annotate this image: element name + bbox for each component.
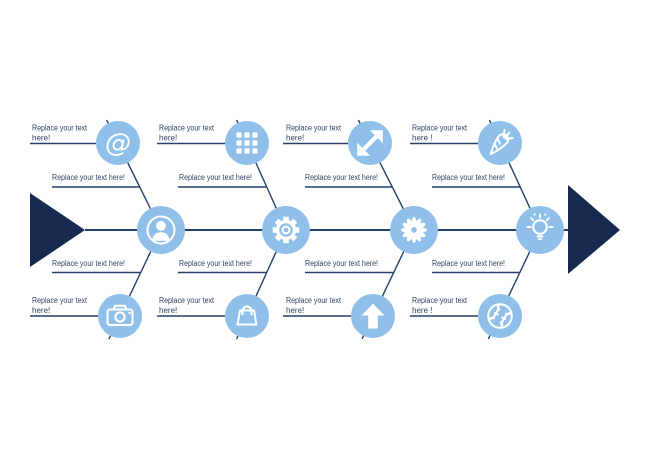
- label-text[interactable]: here!: [159, 306, 177, 315]
- node-baseball[interactable]: [478, 294, 522, 338]
- node-circle[interactable]: [478, 294, 522, 338]
- node-shopping-bag[interactable]: [225, 294, 269, 338]
- label-text[interactable]: Replace your text here!: [52, 173, 125, 182]
- node-circle[interactable]: [516, 206, 564, 254]
- label-text[interactable]: here!: [286, 134, 304, 143]
- label-bottom-inner-3: Replace your text here!: [305, 259, 393, 274]
- label-text[interactable]: Replace your text: [286, 296, 342, 305]
- node-circle[interactable]: [225, 294, 269, 338]
- label-text[interactable]: Replace your text here!: [305, 259, 378, 268]
- tail-arrowhead[interactable]: [30, 193, 85, 267]
- label-top-outer-1: Replace your text here!: [30, 124, 96, 145]
- camera-icon: [106, 304, 134, 326]
- label-top-inner-1: Replace your text here!: [52, 173, 140, 188]
- label-bottom-inner-2: Replace your text here!: [178, 259, 267, 274]
- up-arrow-icon: [361, 303, 385, 329]
- gear-icon: [272, 216, 300, 244]
- label-text[interactable]: Replace your text here!: [432, 259, 505, 268]
- shopping-bag-icon: [236, 305, 258, 326]
- label-text[interactable]: here !: [412, 134, 432, 143]
- label-bottom-outer-3: Replace your text here!: [283, 296, 351, 317]
- label-text[interactable]: here!: [159, 134, 177, 143]
- node-gear[interactable]: [262, 206, 310, 254]
- grid-dots-icon: [236, 132, 258, 154]
- node-at-sign[interactable]: @: [96, 121, 140, 165]
- user-icon: [146, 215, 176, 245]
- node-starburst[interactable]: [390, 206, 438, 254]
- label-bottom-outer-2: Replace your text here!: [157, 296, 225, 317]
- label-text[interactable]: Replace your text: [32, 124, 88, 133]
- node-grid[interactable]: [225, 121, 269, 165]
- label-text[interactable]: Replace your text: [32, 296, 88, 305]
- label-bottom-outer-1: Replace your text here!: [30, 296, 98, 317]
- label-text[interactable]: here!: [286, 306, 304, 315]
- label-text[interactable]: Replace your text here!: [305, 173, 378, 182]
- node-camera[interactable]: [98, 294, 142, 338]
- node-circle[interactable]: [98, 294, 142, 338]
- label-top-inner-3: Replace your text here!: [305, 173, 392, 188]
- diagonal-arrows-icon: [357, 130, 383, 156]
- label-text[interactable]: Replace your text: [159, 124, 215, 133]
- label-text[interactable]: Replace your text: [412, 124, 468, 133]
- label-text[interactable]: Replace your text here!: [179, 173, 252, 182]
- node-circle[interactable]: [96, 121, 140, 165]
- label-top-outer-2: Replace your text here!: [157, 124, 225, 145]
- label-top-outer-4: Replace your text here !: [410, 124, 478, 145]
- head-arrowhead[interactable]: [568, 185, 620, 274]
- carrot-icon: [489, 128, 514, 156]
- lightbulb-icon: [526, 213, 554, 241]
- label-text[interactable]: here !: [412, 306, 432, 315]
- node-user[interactable]: [137, 206, 185, 254]
- label-text[interactable]: Replace your text here!: [52, 259, 125, 268]
- label-text[interactable]: Replace your text: [159, 296, 215, 305]
- label-text[interactable]: here!: [32, 134, 50, 143]
- label-bottom-inner-4: Replace your text here!: [432, 259, 520, 274]
- node-carrot[interactable]: [478, 121, 522, 165]
- starburst-icon: [401, 217, 427, 243]
- label-text[interactable]: Replace your text here!: [179, 259, 252, 268]
- node-up-arrow[interactable]: [351, 294, 395, 338]
- label-text[interactable]: Replace your text: [286, 124, 342, 133]
- label-top-inner-2: Replace your text here!: [178, 173, 266, 188]
- label-bottom-inner-1: Replace your text here!: [52, 259, 141, 274]
- node-circle[interactable]: [390, 206, 438, 254]
- label-text[interactable]: Replace your text: [412, 296, 468, 305]
- baseball-icon: [487, 302, 513, 330]
- label-top-inner-4: Replace your text here!: [432, 173, 520, 188]
- label-text[interactable]: here!: [32, 306, 50, 315]
- label-top-outer-3: Replace your text here!: [283, 124, 348, 145]
- label-text[interactable]: Replace your text here!: [432, 173, 505, 182]
- node-diagonal-arrows[interactable]: [348, 121, 392, 165]
- label-bottom-outer-4: Replace your text here !: [410, 296, 478, 317]
- at-sign-icon: @: [105, 129, 131, 159]
- node-lightbulb[interactable]: [516, 206, 564, 254]
